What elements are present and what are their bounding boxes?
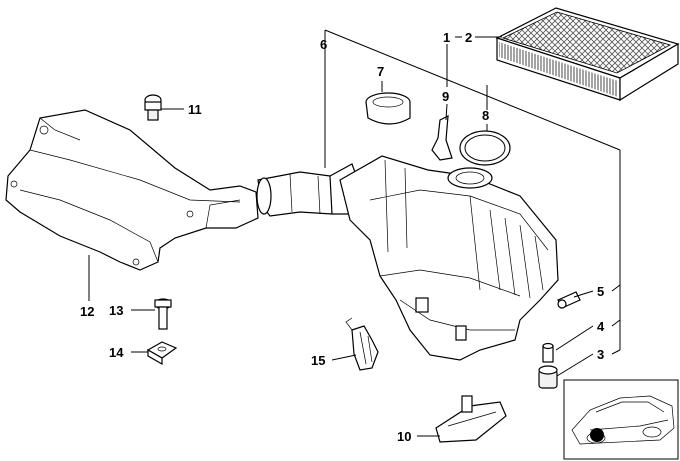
air-filter-housing [339, 155, 559, 361]
sleeve-ring [365, 92, 411, 125]
nut-clip [146, 341, 178, 366]
callout-labels: 1 2 3 4 5 6 7 8 9 10 11 12 13 14 15 [80, 30, 605, 444]
callout-15: 15 [311, 353, 325, 368]
callout-3: 3 [597, 347, 604, 362]
screw-grommet [144, 94, 162, 121]
callout-12: 12 [80, 304, 94, 319]
seal-ring [459, 130, 511, 166]
callout-8: 8 [482, 108, 489, 123]
callout-6: 6 [320, 37, 327, 52]
callout-14: 14 [109, 345, 124, 360]
vehicle-location-thumbnail [563, 379, 679, 460]
bolt-part [154, 298, 172, 330]
callout-2: 2 [465, 30, 472, 45]
callout-4: 4 [597, 319, 605, 334]
bracket-part [435, 395, 507, 443]
callout-5: 5 [597, 284, 604, 299]
callout-7: 7 [377, 64, 384, 79]
location-marker [590, 428, 604, 442]
callout-10: 10 [397, 429, 411, 444]
rubber-mount [538, 365, 558, 389]
callout-9: 9 [442, 89, 449, 104]
leader-lines [88, 29, 621, 437]
air-filter-element [495, 7, 680, 102]
clip-part [431, 114, 453, 161]
sensor-connector [345, 317, 379, 371]
callout-11: 11 [188, 102, 202, 117]
pin-part [557, 291, 581, 309]
intake-shroud [5, 109, 259, 271]
callout-13: 13 [109, 303, 123, 318]
callout-1: 1 [443, 30, 450, 45]
sleeve-part [542, 342, 554, 363]
